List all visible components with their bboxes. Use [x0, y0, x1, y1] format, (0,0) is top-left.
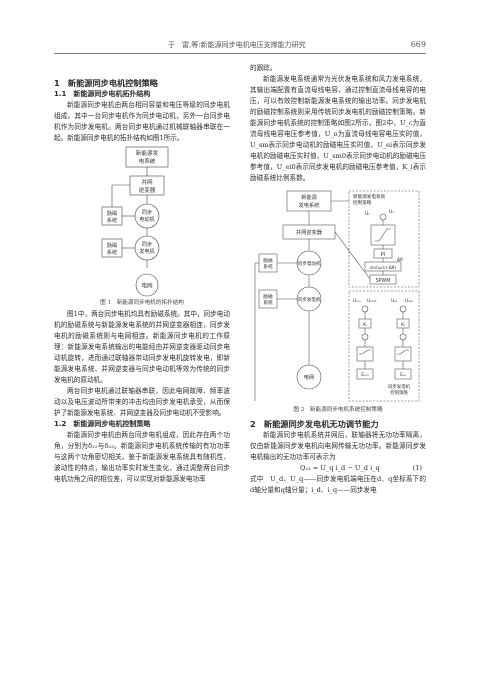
equation-1-body: Q₂₃ = U_q i_d − U_d i_q	[300, 464, 380, 472]
left-column: 1 新能源同步电机控制策略 1.1 新能源同步电机拓扑结构 新能源同步电机由两台…	[54, 78, 230, 485]
figure-1-grid: 电网	[135, 273, 159, 297]
page-number: 669	[410, 40, 426, 49]
fig2-umeas-label: Uₙ	[389, 209, 394, 215]
fig1-exc1-label-1: 励磁	[107, 209, 118, 217]
paragraph: 新能源发电系统通常为光伏发电系统和风力发电系统，其输出端配置有直流母线电容，通过…	[250, 75, 426, 182]
fig2-generator-label: 同步发电机	[298, 296, 321, 303]
fig2-exc2-label-2: 系统	[263, 299, 273, 306]
paragraph: 新能源同步电机由两台相同容量和电压等级的同步电机组成。其中一台同步电机作为同步电…	[54, 101, 230, 142]
paragraph: 新能源同步电机系统并网后，联轴器将无功功率隔离，仅由新能源同步发电机向电网传输无…	[250, 431, 426, 461]
fig1-source-label-2: 电系统	[139, 157, 156, 165]
figure-2-control-strategy: 新能源 发电系统 并网逆变器 同步电动机 同步发电机 电网 励磁 系统 励磁 系…	[254, 190, 420, 402]
fig2-exc1-label-2: 系统	[263, 263, 273, 270]
fig2-inverter-label: 并网逆变器	[296, 228, 323, 236]
fig2-sin-label: sin(ωₙt+Δθ)	[370, 265, 397, 271]
fig1-generator-label-1: 同步	[142, 241, 152, 248]
right-column: 的跟踪。 新能源发电系统通常为光伏发电系统和风力发电系统，其输出端配置有直流母线…	[250, 63, 426, 496]
section-2-title: 2 新能源同步发电机无功调节能力	[250, 419, 379, 429]
fig1-source-label-1: 新能源发	[136, 149, 159, 157]
fig2-usm0-label: Uₛₘ₀	[367, 298, 377, 304]
fig2-spwm-box	[369, 274, 397, 285]
fig2-uei0-label: Uₑᵢ₀	[405, 298, 413, 304]
fig2-uref-label: Uᵣ	[365, 211, 370, 217]
fig1-generator-circle	[134, 235, 160, 261]
running-header: 于 雷,等:新能源同步电机电压支撑能力研究	[168, 41, 306, 49]
fig2-genctrl-label-2: 控制策略	[390, 389, 408, 396]
fig2-ki2-label: Kᵢ	[401, 322, 405, 328]
fig1-generator-label-2: 发电机	[139, 247, 155, 255]
fig2-ctrl1-title-2: 控制策略	[353, 199, 372, 206]
fig2-eei-label: Eₑᵢ	[400, 372, 406, 378]
figure-2-caption: 图 2 新能源同步电机系统控制策略	[293, 407, 383, 413]
fig2-exc1-label-1: 励磁	[263, 257, 273, 264]
paragraph: 图1中，两台同步电机均具有励磁系统。其中，同步电动机的励磁系统与新能源发电系统的…	[54, 310, 230, 384]
paragraph: 两台同步电机通过联轴器串联，因此电网故障、频率波动以及电压波动所带来的冲击均由同…	[54, 387, 230, 417]
fig2-usm-label: Uₛₘ	[353, 298, 361, 304]
fig2-esm-label: Eₛₘ	[361, 372, 369, 378]
fig1-grid-label: 电网	[141, 282, 153, 290]
fig2-genctrl-label-1: 同步发电机	[388, 383, 411, 390]
paragraph: 的跟踪。	[250, 64, 277, 72]
fig2-exc2-label-1: 励磁	[263, 293, 273, 300]
fig1-exc2-label-2: 系统	[107, 248, 117, 256]
fig2-ctrl1-panel	[348, 190, 420, 288]
section-1-1-title: 1.1 新能源同步电机拓扑结构	[54, 90, 151, 98]
fig2-ki1-label: Kᵢ	[363, 322, 367, 328]
fig2-uei-label: Uₑᵢ	[391, 298, 397, 304]
paragraph: 式中 U_d、U_q——同步发电机端电压在d、q坐标系下的d轴分量和q轴分量；i…	[250, 475, 426, 494]
fig1-inverter-label-2: 逆变器	[139, 186, 156, 194]
fig1-exc1-label-2: 系统	[107, 216, 117, 224]
equation-1-number: (1)	[412, 464, 422, 472]
fig1-inverter-label-1: 并网	[141, 178, 153, 186]
fig2-ctrl2-panel	[348, 290, 420, 402]
fig1-motor-label-2: 电动机	[139, 215, 155, 223]
paragraph: 新能源同步电机由两台同步电机组成，因此存在两个功角，分别为δ₁₂与δ₂₃。新能源…	[54, 431, 230, 483]
fig2-dtheta-label: Δθ	[397, 257, 403, 263]
fig2-ctrl1-title-1: 新能源发电系统	[353, 193, 386, 200]
fig1-motor-label-1: 同步	[142, 209, 152, 216]
header-rule	[54, 53, 426, 54]
fig2-grid-label: 电网	[304, 373, 314, 381]
fig2-spwm-label: SPWM	[376, 278, 391, 284]
fig2-source-label-2: 发电系统	[299, 201, 320, 209]
equation-1: Q₂₃ = U_q i_d − U_d i_q (1)	[250, 463, 426, 474]
section-1-title: 1 新能源同步电机控制策略	[54, 78, 158, 88]
fig1-grid-circle	[135, 273, 159, 297]
fig2-source-label-1: 新能源	[301, 193, 317, 201]
fig2-pi-label: PI	[381, 252, 386, 258]
fig2-motor-label: 同步电动机	[298, 260, 321, 267]
figure-1-caption: 图 1 新能源同步电机的拓扑结构	[100, 300, 184, 306]
fig1-exc2-label-1: 励磁	[107, 241, 118, 249]
fig1-motor-circle	[134, 203, 160, 229]
fig2-grid-circle	[296, 364, 322, 390]
figure-1-topology: 新能源发 电系统 并网 逆变器 同步 电动机 同步 发电机 励磁 系统 励磁 系…	[101, 146, 169, 268]
section-1-2-title: 1.2 新能源同步电机控制策略	[54, 420, 151, 428]
